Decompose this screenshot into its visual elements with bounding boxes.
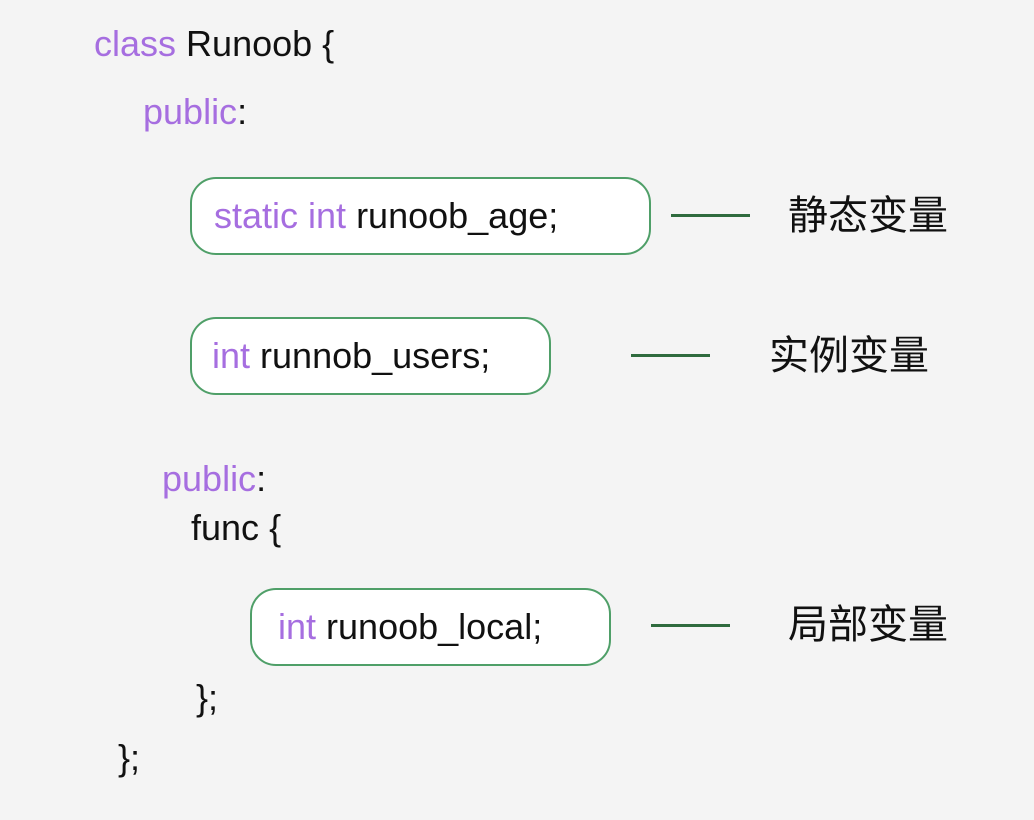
instance-variable-keywords: int — [212, 335, 251, 376]
class-name: Runoob — [186, 23, 313, 64]
public-section-1: public: — [143, 94, 247, 130]
public-colon: : — [237, 91, 248, 132]
public-colon-2: : — [256, 458, 267, 499]
function-name: func — [191, 507, 260, 548]
public-keyword-2: public — [162, 458, 257, 499]
class-open-brace: { — [322, 23, 335, 64]
local-variable-connector — [651, 624, 730, 627]
local-variable-box: int runoob_local; — [250, 588, 611, 666]
instance-variable-declaration: runnob_users; — [260, 335, 491, 376]
function-declaration: func { — [191, 510, 281, 546]
static-variable-declaration: runoob_age; — [356, 195, 559, 236]
static-variable-keywords: static int — [214, 195, 347, 236]
class-declaration: class Runoob { — [94, 26, 334, 62]
function-close-brace: }; — [196, 677, 219, 718]
static-variable-label: 静态变量 — [788, 193, 948, 239]
static-variable-box: static int runoob_age; — [190, 177, 651, 255]
local-variable-keywords: int — [278, 606, 317, 647]
public-section-2: public: — [162, 461, 266, 497]
class-keyword: class — [94, 23, 177, 64]
local-variable-declaration: runoob_local; — [326, 606, 543, 647]
function-open-brace: { — [269, 507, 282, 548]
instance-variable-label: 实例变量 — [769, 333, 929, 379]
class-close-brace: }; — [118, 737, 141, 778]
instance-variable-connector — [631, 354, 710, 357]
local-variable-label: 局部变量 — [788, 602, 948, 648]
instance-variable-box: int runnob_users; — [190, 317, 551, 395]
static-variable-connector — [671, 214, 750, 217]
public-keyword: public — [143, 91, 238, 132]
